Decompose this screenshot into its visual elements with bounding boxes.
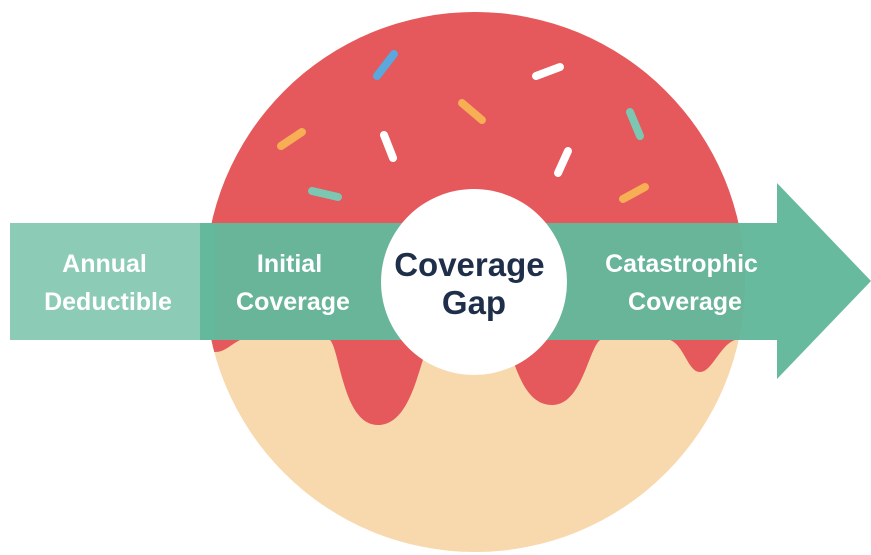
label-initial-coverage-line2: Coverage: [236, 288, 350, 316]
label-initial-coverage: Initial Coverage: [236, 250, 350, 316]
label-catastrophic-coverage-line2: Coverage: [628, 288, 742, 316]
label-coverage-gap-line2: Gap: [442, 284, 506, 321]
sprinkle-teal: [308, 187, 342, 201]
sprinkles: [277, 50, 649, 203]
sprinkle-orange: [458, 99, 486, 124]
coverage-gap-circle: [381, 189, 567, 375]
label-coverage-gap-line1: Coverage: [394, 246, 544, 283]
label-initial-coverage-line1: Initial: [257, 250, 322, 278]
arrow-segment-annual-deductible: [10, 223, 215, 340]
sprinkle-teal: [626, 108, 644, 140]
label-catastrophic-coverage-line1: Catastrophic: [605, 250, 758, 278]
sprinkle-orange: [277, 128, 306, 150]
label-catastrophic-coverage: Catastrophic Coverage: [605, 250, 765, 316]
label-annual-deductible: Annual Deductible: [44, 250, 172, 316]
sprinkle-white: [532, 63, 564, 80]
label-annual-deductible-line2: Deductible: [44, 288, 172, 316]
label-annual-deductible-line1: Annual: [62, 250, 147, 278]
sprinkle-white: [380, 131, 397, 162]
sprinkle-orange: [619, 183, 649, 203]
label-coverage-gap: Coverage Gap: [394, 246, 554, 321]
sprinkle-white: [554, 147, 572, 177]
sprinkle-blue: [373, 50, 398, 80]
